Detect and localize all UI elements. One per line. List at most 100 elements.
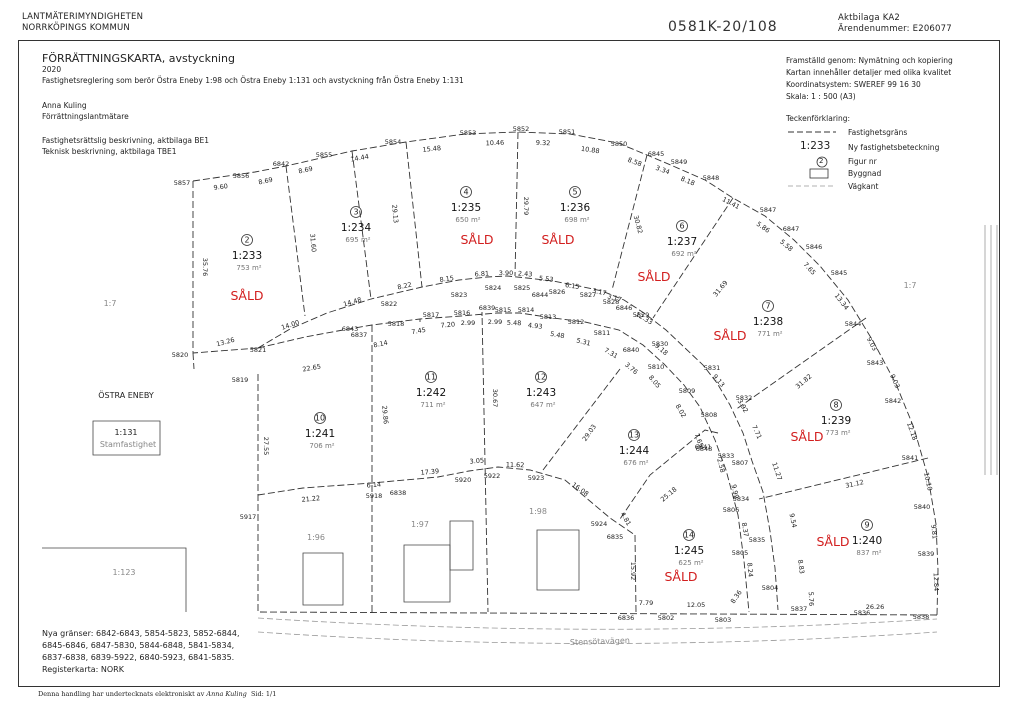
- parcel-id: 1:233: [232, 250, 262, 262]
- dimension-label: 6.14: [366, 480, 381, 489]
- dimension-label: 7.79: [639, 599, 653, 607]
- dimension-label: 2.99: [461, 319, 475, 327]
- point-number: 5922: [484, 472, 501, 480]
- point-number: 5802: [658, 614, 675, 622]
- street-name: Stensötavägen: [570, 636, 630, 647]
- point-number: 5815: [495, 306, 512, 314]
- surveyor-role: Förrättningslantmätare: [42, 112, 129, 121]
- point-number: 5839: [918, 550, 935, 558]
- boundary-line: [619, 429, 719, 520]
- boundary-line: [652, 197, 734, 319]
- dimension-label: 26.26: [866, 603, 885, 611]
- building: [403, 544, 451, 603]
- dimension-label: 11.41: [721, 195, 741, 211]
- figure-circle: [314, 412, 326, 424]
- figure-number: 14: [684, 531, 694, 540]
- point-number: 6841: [695, 443, 712, 451]
- dimension-label: 5.86: [755, 220, 771, 235]
- figure-number: 6: [679, 222, 684, 231]
- point-number: 6835: [607, 533, 624, 541]
- dimension-label: 9.32: [536, 139, 551, 148]
- dimension-label: 9.54: [788, 513, 799, 529]
- figure-circle: [460, 186, 472, 198]
- figure-circle: [628, 429, 640, 441]
- legal-description-ref: Fastighetsrättslig beskrivning, aktbilag…: [42, 136, 210, 145]
- parcel-area: 837 m²: [856, 549, 881, 557]
- legend-figure-label: Figur nr: [848, 157, 877, 166]
- production-method: Framställd genom: Nymätning och kopierin…: [786, 56, 953, 65]
- dimension-label: 30.67: [491, 389, 499, 408]
- appendix-label: Aktbilaga KA2: [838, 13, 900, 23]
- parcel-id: 1:236: [560, 202, 591, 214]
- dimension-label: 5.31: [575, 336, 591, 347]
- point-number: 5812: [568, 318, 585, 326]
- point-number: 5807: [732, 459, 749, 467]
- parcel-id: 1:242: [416, 387, 446, 399]
- stamfastighet-box: [92, 420, 161, 456]
- dimension-label: 9.60: [213, 182, 228, 192]
- neighbor-id: 1:123: [112, 568, 135, 577]
- figure-number: 4: [463, 188, 468, 197]
- parcel-area: 625 m²: [678, 559, 703, 567]
- quality-note: Kartan innehåller detaljer med olika kva…: [786, 68, 952, 77]
- parcel-id: 1:243: [526, 387, 556, 399]
- dimension-label: 31.82: [794, 372, 813, 390]
- surveyor-name: Anna Kuling: [42, 101, 87, 110]
- page-number: Sid: 1/1: [250, 690, 277, 698]
- boundary-line: [257, 312, 750, 613]
- point-number: 5846: [806, 243, 823, 251]
- point-number: 5841: [902, 454, 919, 462]
- point-number: 5917: [240, 513, 257, 521]
- existing-property: 1:96: [307, 533, 325, 542]
- dimension-label: 9.99: [730, 484, 741, 500]
- point-number: 5836: [854, 609, 871, 617]
- point-number: 5856: [233, 172, 250, 180]
- point-number: 5840: [914, 503, 931, 511]
- point-number: 5834: [733, 495, 750, 503]
- dimension-label: 3.34: [655, 164, 671, 176]
- point-number: 5851: [559, 128, 576, 136]
- neighbor-id: 1:7: [904, 281, 917, 290]
- dimension-label: 16.08: [570, 481, 590, 498]
- boundary-line: [481, 311, 489, 613]
- point-number: 6847: [783, 225, 800, 233]
- boundary-line: [758, 457, 929, 500]
- parcel-area: 711 m²: [420, 401, 445, 409]
- sold-label: SÅLD: [541, 232, 574, 247]
- boundary-line: [634, 534, 637, 613]
- dimension-label: 12.84: [932, 572, 941, 591]
- legend-title: Teckenförklaring:: [786, 114, 851, 123]
- point-number: 6844: [532, 291, 549, 299]
- figure-number: 9: [864, 521, 869, 530]
- point-number: 5838: [913, 613, 930, 621]
- sold-label: SÅLD: [664, 569, 697, 584]
- boundary-line: [351, 150, 372, 300]
- dimension-label: 9.81: [929, 524, 938, 539]
- signature-prefix: Denna handling har undertecknats elektro…: [38, 690, 205, 698]
- dimension-label: 14.00: [280, 318, 300, 331]
- building: [302, 552, 344, 606]
- point-number: 6843: [342, 325, 359, 333]
- point-number: 6837: [351, 331, 368, 339]
- dimension-label: 11.27: [770, 461, 783, 481]
- new-boundaries-line1: Nya gränser: 6842-6843, 5854-5823, 5852-…: [42, 629, 240, 638]
- point-number: 5818: [388, 320, 405, 328]
- figure-circle: [762, 300, 774, 312]
- parcel-id: 1:244: [619, 445, 650, 457]
- dimension-label: 21.22: [301, 494, 320, 504]
- boundary-line: [405, 141, 423, 288]
- legend-building-label: Byggnad: [848, 169, 882, 178]
- case-number: Ärendenummer: E206077: [838, 24, 952, 34]
- parent-property-label: Stamfastighet: [100, 440, 156, 449]
- dimension-label: 15.48: [422, 144, 441, 154]
- point-number: 5853: [460, 129, 477, 137]
- dimension-label: 31.69: [711, 279, 729, 298]
- parcel-id: 1:235: [451, 202, 481, 214]
- figure-circle: [425, 371, 437, 383]
- dimension-label: 29.86: [380, 405, 390, 424]
- boundary-line: [611, 154, 648, 291]
- map-frame: [18, 40, 1000, 687]
- parcel-area: 753 m²: [236, 264, 261, 272]
- boundary-line: [542, 368, 621, 471]
- point-number: 5844: [845, 320, 862, 328]
